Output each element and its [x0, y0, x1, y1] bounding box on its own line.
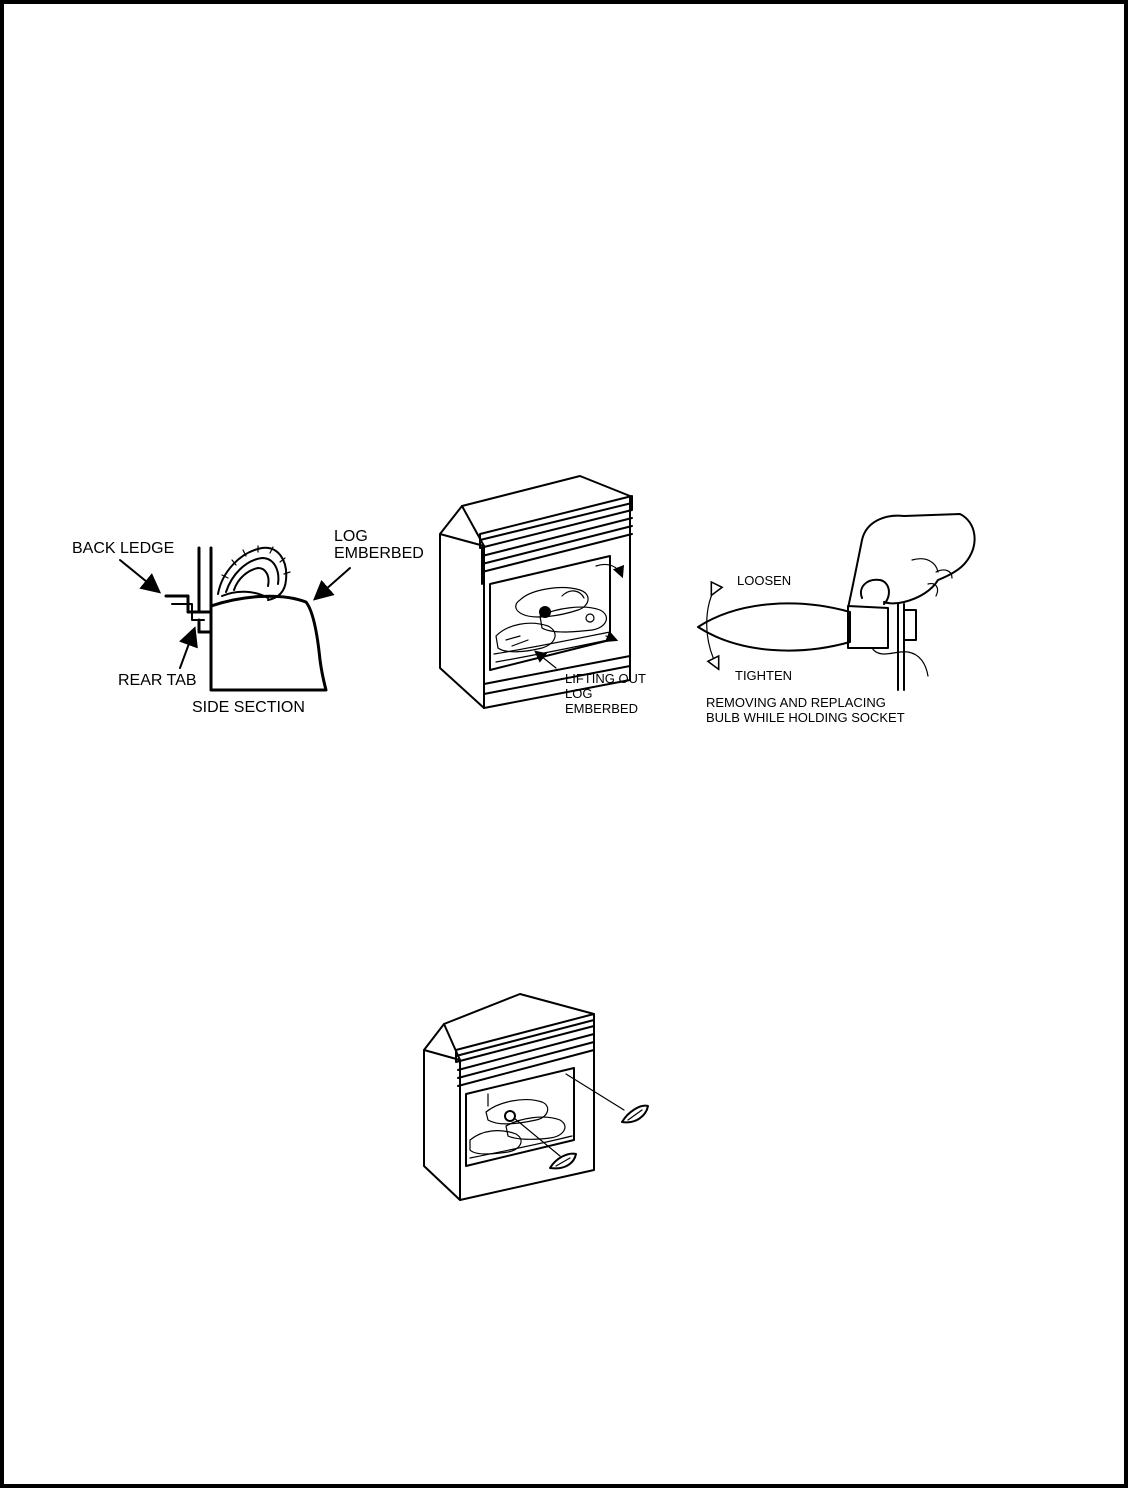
fireplace-cabinet-2: [424, 994, 594, 1200]
log-label-line2: EMBERBED: [334, 545, 424, 562]
bulb-caption-line2: BULB WHILE HOLDING SOCKET: [706, 710, 905, 725]
log-on-top: [218, 546, 290, 600]
side-section-caption: SIDE SECTION: [192, 699, 305, 716]
side-section-figure: BACK LEDGE LOG EMBERBED REAR TAB SIDE SE…: [72, 528, 424, 716]
log-set-2: [470, 1094, 572, 1158]
rear-tab-label: REAR TAB: [118, 672, 197, 689]
log-emberbed-arrow: [316, 568, 350, 598]
hand: [848, 514, 975, 608]
rotation-arrow: [707, 590, 716, 664]
lifting-out-figure: LIFTING OUT LOG EMBERBED: [440, 476, 646, 716]
bulb-2: [550, 1154, 576, 1169]
loosen-label: LOOSEN: [737, 573, 791, 588]
lifting-out-label-line2: LOG: [565, 686, 592, 701]
log-set: [494, 588, 610, 662]
back-ledge-label: BACK LEDGE: [72, 540, 174, 557]
log-emberbed-block: [211, 596, 326, 690]
back-wall: [199, 548, 211, 612]
socket-bracket: [904, 610, 916, 640]
lifting-out-label-line3: EMBERBED: [565, 701, 638, 716]
bulb-1: [622, 1106, 648, 1123]
socket: [848, 606, 888, 648]
lifting-out-label-line1: LIFTING OUT: [565, 671, 646, 686]
firebox-opening-2: [466, 1068, 574, 1166]
log-label-line1: LOG: [334, 528, 368, 545]
rear-tab-shape: [199, 606, 211, 640]
tighten-label: TIGHTEN: [735, 668, 792, 683]
bulb-locations-figure: [424, 994, 648, 1200]
rear-tab-arrow: [180, 630, 194, 668]
bulb-caption-line1: REMOVING AND REPLACING: [706, 695, 886, 710]
back-ledge-arrow: [120, 560, 158, 591]
bulb-shape: [698, 603, 850, 650]
bulb-figure: LOOSEN TIGHTEN REMOVING AND REPLACING BU…: [698, 514, 975, 725]
